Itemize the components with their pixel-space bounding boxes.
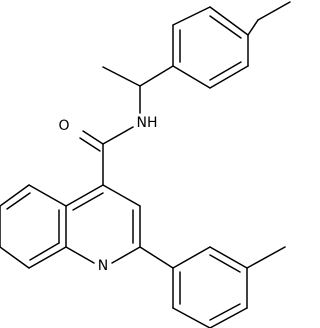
amide-group [79,126,134,186]
oxygen-label: O [58,118,69,134]
quinoline-nitrogen-label: N [98,258,108,274]
benzo-ring [0,184,67,269]
amide-nh-label: NH [137,115,158,131]
tolyl-ring [139,246,286,328]
upper-benzene-ring [172,6,249,89]
ethyl-group [247,1,291,36]
pyridine-ring [65,184,141,264]
methine-linker [102,65,174,114]
